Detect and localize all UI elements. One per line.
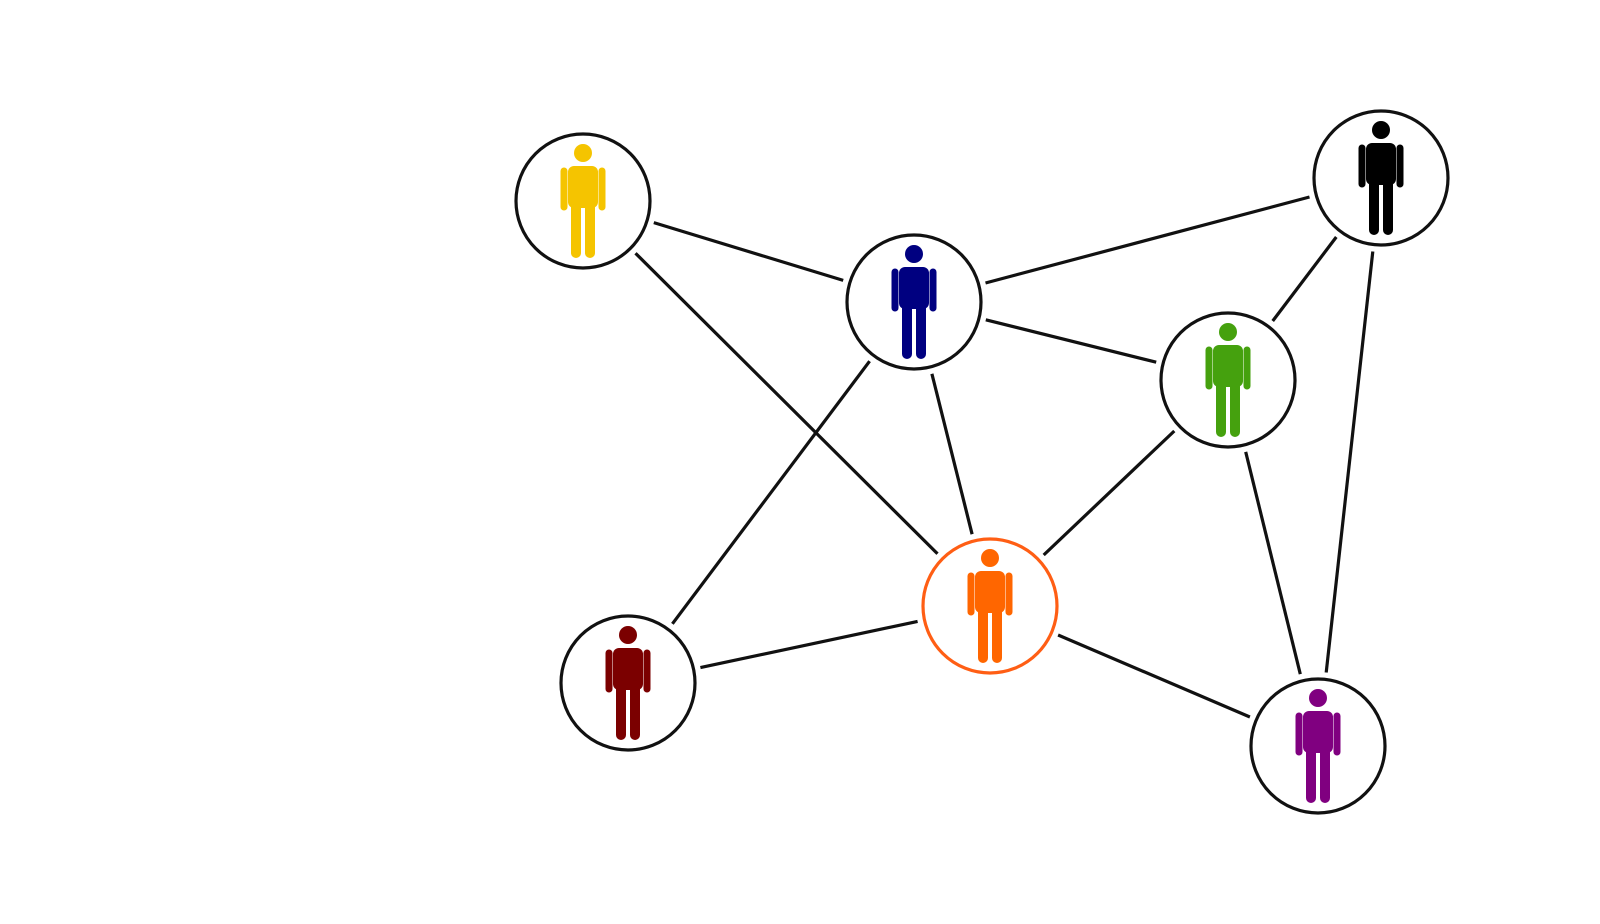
person-orange-icon	[967, 549, 1013, 663]
node-purple	[1249, 677, 1387, 815]
person-yellow-icon	[560, 144, 606, 258]
person-green-icon	[1205, 323, 1251, 437]
nodes-layer	[514, 109, 1450, 815]
node-red	[559, 614, 697, 752]
node-yellow	[514, 132, 652, 270]
person-darkred-icon	[605, 626, 651, 740]
person-black-icon	[1358, 121, 1404, 235]
edge-black-green	[1271, 236, 1338, 322]
edge-orange-purple	[1057, 633, 1251, 719]
edge-orange-red	[700, 619, 918, 670]
node-blue	[845, 233, 983, 371]
edges-layer	[634, 195, 1375, 719]
person-blue-icon	[891, 245, 937, 359]
person-purple-icon	[1295, 689, 1341, 803]
edge-blue-orange	[930, 373, 974, 535]
edge-blue-black	[985, 195, 1310, 285]
edge-green-orange	[1042, 429, 1176, 557]
node-orange	[921, 537, 1059, 675]
edge-blue-red	[671, 360, 871, 625]
node-green	[1159, 311, 1297, 449]
edge-green-purple	[1244, 451, 1302, 675]
edge-yellow-blue	[653, 221, 844, 282]
node-black	[1312, 109, 1450, 247]
edge-yellow-orange	[634, 252, 939, 555]
edge-blue-green	[985, 318, 1157, 364]
edge-black-purple	[1324, 251, 1375, 673]
